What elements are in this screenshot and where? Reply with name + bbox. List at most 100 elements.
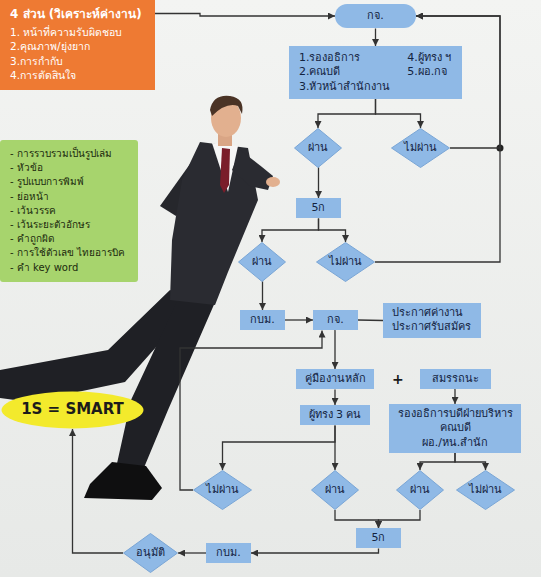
diamond-outline (317, 243, 375, 282)
flow-connector (455, 453, 486, 470)
list-item: 1. หน้าที่ความรับผิดชอบ (10, 25, 143, 39)
decision-diamond: ผ่าน (311, 470, 359, 510)
hair (210, 96, 243, 116)
list-item: 2.คณบดี (299, 65, 391, 79)
node-text: กบม. (214, 546, 243, 560)
list-item: - เว้นระยะตัวอักษร (10, 218, 126, 232)
decision-diamond: ไม่ผ่าน (391, 128, 450, 168)
node-text: 5ก (364, 531, 393, 545)
process-box: กบม. (240, 310, 285, 330)
shoe (84, 462, 162, 500)
process-box: สมรรถนะ (420, 369, 491, 389)
list-item: 3.การกำกับ (10, 54, 143, 68)
node-text: ผ่าน (410, 483, 430, 497)
flow-connector (261, 282, 263, 310)
node-text: อนุมัติ (136, 546, 165, 560)
node-text: กจ. (345, 9, 406, 23)
decision-diamond: ไม่ผ่าน (456, 470, 515, 510)
node-text: กจ. (321, 313, 350, 327)
flow-connector (335, 510, 379, 528)
announcement-box: ประกาศค่างานประกาศรับสมัคร (383, 303, 481, 338)
flow-connector (251, 549, 379, 554)
list-item: 1.รองอธิการ (299, 51, 391, 65)
decision-diamond: ไม่ผ่าน (316, 242, 375, 282)
ellipse-outline (2, 392, 144, 429)
plus-sign: + (392, 371, 404, 388)
node-text: ประกาศรับสมัคร (392, 320, 472, 334)
diamond-outline (397, 471, 444, 510)
criteria-box: 4 ส่วน (วิเคราะห์ค่างาน) 1. หน้าที่ความรั… (0, 0, 155, 90)
diamond-outline (312, 471, 359, 510)
process-box: คู่มืองานหลัก (296, 369, 374, 389)
node-text: ไม่ผ่าน (206, 483, 239, 497)
diamond-outline (124, 534, 178, 573)
diamond-outline (194, 471, 252, 510)
node-text: คู่มืองานหลัก (304, 372, 366, 386)
process-box: กบม. (206, 543, 251, 563)
node-text: สมรรถนะ (428, 372, 483, 386)
flow-connector (334, 331, 336, 370)
process-box: กจ. (313, 310, 358, 330)
decision-diamond: ไม่ผ่าน (193, 470, 252, 510)
flow-connector (319, 219, 346, 243)
node-text: ผ่าน (325, 483, 345, 497)
start-node: กจ. (335, 4, 416, 28)
list-item: - หัวข้อ (10, 161, 126, 175)
process-box: 5ก (296, 198, 341, 218)
node-text: คณบดี (397, 421, 513, 435)
decision-diamond: ผ่าน (396, 470, 444, 510)
flow-connector (334, 390, 335, 406)
flow-connector (420, 453, 455, 470)
node-text: รองอธิการบดีฝ่ายบริหาร (397, 407, 513, 421)
diamond-outline (457, 471, 515, 510)
list-item: 5.ผอ.กจ (407, 65, 452, 79)
node-text: 1S = SMART (21, 400, 124, 420)
node-text: 5ก (304, 201, 333, 215)
list-item: 4.การตัดสินใจ (10, 68, 143, 82)
flow-connector (262, 219, 319, 243)
list-item: 2.คุณภาพ/ยุ่งยาก (10, 39, 143, 53)
list-item: - การรวบรวมเป็นรูปเล่ม (10, 147, 126, 161)
diamond-outline (295, 129, 342, 168)
reviewer-box: รองอธิการบดีฝ่ายบริหารคณบดีผอ./หน.สำนัก (389, 404, 521, 453)
heading-text: 4 ส่วน (วิเคราะห์ค่างาน) (10, 6, 143, 23)
committee-box: 1.รองอธิการ2.คณบดี3.หัวหน้าสำนักงาน4.ผู้… (289, 46, 462, 99)
hand (266, 177, 280, 187)
checklist-box: - การรวบรวมเป็นรูปเล่ม- หัวข้อ- รูปแบบกา… (0, 140, 138, 282)
node-text: ผู้ทรง 3 คน (308, 408, 362, 422)
flow-connector (317, 168, 319, 198)
flow-connector (379, 510, 421, 528)
flow-connector (454, 390, 456, 405)
list-item: - ย่อหน้า (10, 190, 126, 204)
flow-connector (334, 426, 335, 471)
node-text: ผ่าน (252, 255, 272, 269)
process-box: ผู้ทรง 3 คน (300, 405, 370, 425)
list-item: - การใช้ตัวเลข ไทยอารบิค (10, 246, 126, 260)
list-item: - คำถูกผิด (10, 232, 126, 246)
node-text: ประกาศค่างาน (392, 306, 472, 320)
decision-diamond: ผ่าน (238, 242, 286, 282)
flow-connector (178, 552, 206, 553)
list-item: - คำ key word (10, 261, 126, 275)
node-text: ไม่ผ่าน (469, 483, 502, 497)
front-leg (116, 295, 216, 470)
list-item: 3.หัวหน้าสำนักงาน (299, 80, 391, 94)
tie (220, 148, 230, 193)
diamond-outline (392, 129, 450, 168)
flow-connector (318, 99, 376, 128)
node-text: ผอ./หน.สำนัก (397, 436, 513, 450)
node-text: ไม่ผ่าน (329, 255, 362, 269)
node-text: ไม่ผ่าน (404, 141, 437, 155)
flow-connector (376, 99, 421, 128)
flow-connector (223, 426, 336, 471)
flow-connector (155, 14, 335, 17)
node-text: กบม. (248, 313, 277, 327)
process-box: 5ก (356, 528, 401, 548)
list-item: - รูปแบบการพิมพ์ (10, 175, 126, 189)
flow-connector (285, 319, 313, 320)
flow-connector (358, 319, 383, 321)
flow-connector (73, 429, 124, 553)
smart-ellipse: 1S = SMART (1, 391, 144, 429)
diamond-outline (239, 243, 286, 282)
